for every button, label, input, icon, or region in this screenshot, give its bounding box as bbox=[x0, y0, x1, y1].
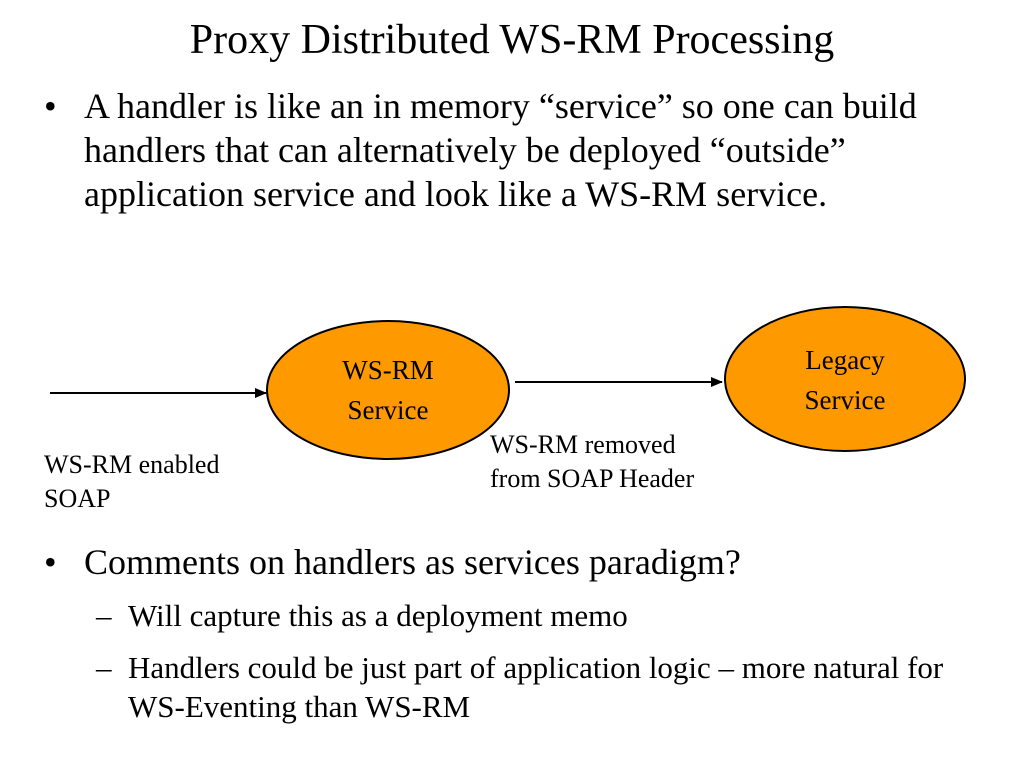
sub-bullet-text: Handlers could be just part of applicati… bbox=[128, 650, 944, 724]
sub-bullet-text: Will capture this as a deployment memo bbox=[128, 598, 628, 633]
legacy-service-label: Legacy Service bbox=[804, 345, 886, 415]
wsrm-service-label: WS-RM Service bbox=[342, 355, 434, 425]
wsrm-service-node bbox=[266, 320, 510, 460]
incoming-edge-label: WS-RM enabled SOAP bbox=[44, 450, 220, 513]
bullet-comments-question: • Comments on handlers as services parad… bbox=[44, 540, 994, 584]
sub-bullet-deployment-memo: – Will capture this as a deployment memo bbox=[96, 596, 1006, 635]
sub-bullet-marker: – bbox=[96, 598, 112, 633]
bullet-handler-description: • A handler is like an in memory “servic… bbox=[44, 84, 994, 216]
forward-edge-label: WS-RM removed from SOAP Header bbox=[490, 430, 695, 493]
sub-bullet-marker: – bbox=[96, 650, 112, 685]
sub-bullet-application-logic: – Handlers could be just part of applica… bbox=[96, 648, 1006, 726]
bullet-text: Comments on handlers as services paradig… bbox=[84, 542, 741, 582]
legacy-service-node bbox=[724, 306, 966, 452]
bullet-marker: • bbox=[44, 542, 57, 582]
slide-title: Proxy Distributed WS-RM Processing bbox=[189, 17, 835, 63]
bullet-text: A handler is like an in memory “service”… bbox=[84, 86, 917, 214]
bullet-marker: • bbox=[44, 86, 57, 126]
